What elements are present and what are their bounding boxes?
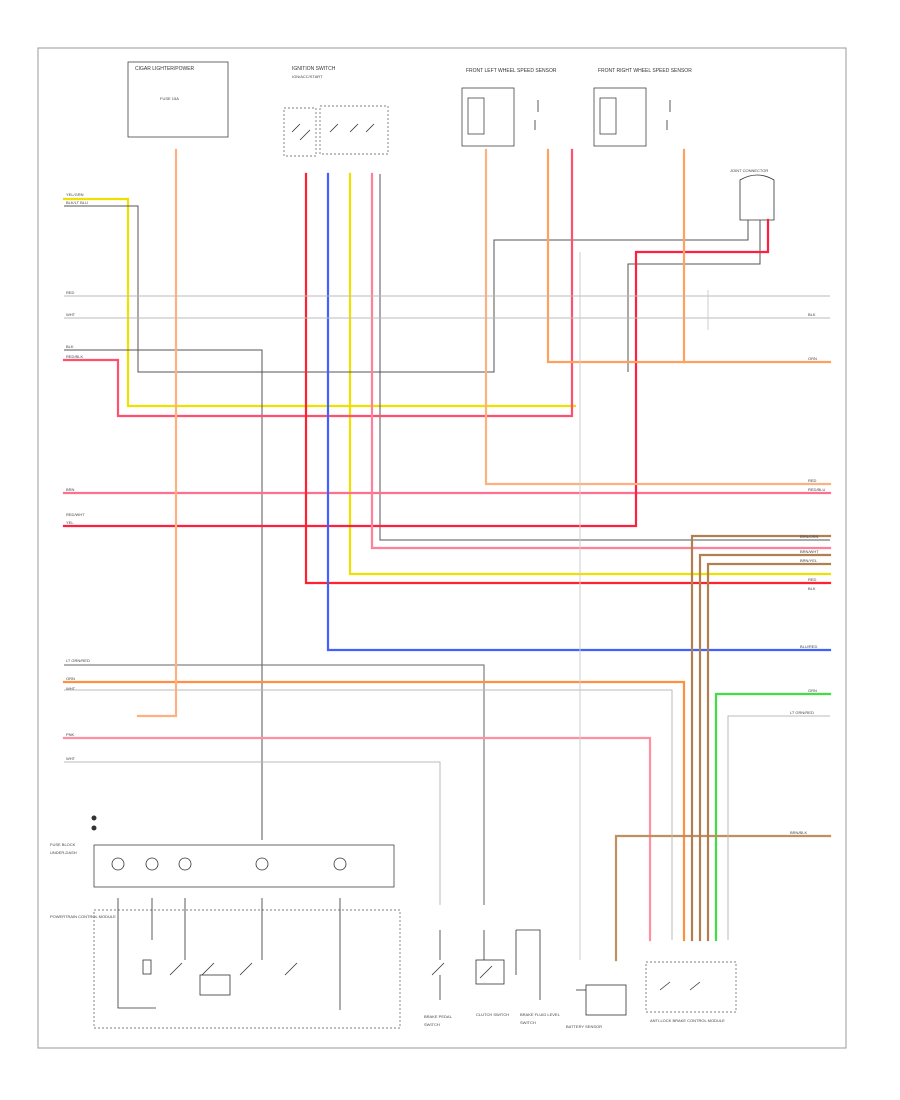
- wire-label: RED: [808, 478, 817, 483]
- battery-sensor-component: BATTERY SENSOR: [566, 984, 627, 1029]
- front-left-wheel-sensor-component: FRONT LEFT WHEEL SPEED SENSOR: [461, 68, 557, 147]
- component-title: CLUTCH SWITCH: [476, 1012, 509, 1017]
- wire-label: LT GRN/RED: [66, 658, 90, 663]
- wire-label: PNK: [66, 732, 75, 737]
- component-title: IGNITION SWITCH: [292, 66, 336, 72]
- abs-control-module-component: ANTI-LOCK BRAKE CONTROL MODULE: [645, 961, 737, 1023]
- wire-label: RED: [808, 577, 817, 582]
- component-title: POWERTRAIN CONTROL MODULE: [50, 914, 116, 919]
- wire-label: RED: [66, 290, 75, 295]
- left-wire-labels: YEL/GRN BLK/LT BLU RED WHT BLK RED/BLK B…: [66, 192, 90, 761]
- clutch-switch-component: CLUTCH SWITCH: [475, 930, 509, 1017]
- wire-label: ORN: [66, 676, 75, 681]
- diagram-frame: [37, 47, 847, 1049]
- wire-label: BRN/BLK: [790, 830, 807, 835]
- wire-label: BRN/YEL: [800, 558, 818, 563]
- component-subtitle: IGN/ACC/START: [292, 74, 323, 79]
- component-title: FRONT LEFT WHEEL SPEED SENSOR: [466, 68, 557, 74]
- wire-label: BRN/WHT: [800, 549, 819, 554]
- wire-label: WHT: [66, 312, 76, 317]
- wire-label: BLK: [808, 586, 816, 591]
- component-title: FRONT RIGHT WHEEL SPEED SENSOR: [598, 68, 692, 74]
- wire-label: BLK: [66, 344, 74, 349]
- component-title: ANTI-LOCK BRAKE CONTROL MODULE: [650, 1018, 725, 1023]
- component-title: BATTERY SENSOR: [566, 1024, 602, 1029]
- wire-label: RED/BLK: [66, 354, 83, 359]
- fuse-block-component: FUSE BLOCK UNDER-DASH: [50, 815, 395, 888]
- wire-label: YEL/GRN: [66, 192, 84, 197]
- component-subtitle: UNDER-DASH: [50, 850, 77, 855]
- component-subtitle: SWITCH: [520, 1020, 536, 1025]
- wire-label: BLU/RED: [800, 644, 817, 649]
- component-title: BRAKE FLUID LEVEL: [520, 1012, 561, 1017]
- ignition-switch-component: IGNITION SWITCH IGN/ACC/START: [283, 66, 389, 157]
- wire-label: BRN/ORN: [800, 534, 819, 539]
- wire-label: BLK/LT BLU: [66, 200, 88, 205]
- wire-label: YEL: [66, 520, 74, 525]
- component-title: JOINT CONNECTOR: [730, 168, 768, 173]
- wire-label: LT GRN/RED: [790, 710, 814, 715]
- component-title: CIGAR LIGHTER/POWER: [135, 66, 195, 72]
- wire-label: RED/WHT: [66, 512, 85, 517]
- brake-fluid-level-switch-component: BRAKE FLUID LEVEL SWITCH: [515, 929, 561, 1025]
- wire-label: BRN: [66, 487, 75, 492]
- wire-label: WHT: [66, 756, 76, 761]
- wire-label: ORN: [808, 356, 817, 361]
- component-subtitle: SWITCH: [424, 1022, 440, 1027]
- wire-label: WHT: [66, 686, 76, 691]
- powertrain-control-module-component: POWERTRAIN CONTROL MODULE: [50, 898, 401, 1029]
- component-title: BRAKE PEDAL: [424, 1014, 453, 1019]
- brake-pedal-switch-component: BRAKE PEDAL SWITCH: [424, 930, 453, 1027]
- component-title: FUSE BLOCK: [50, 842, 76, 847]
- joint-connector-component: JOINT CONNECTOR: [730, 168, 775, 221]
- wire-label: RED/BLU: [808, 487, 825, 492]
- wire-label: GRN: [808, 688, 817, 693]
- front-right-wheel-sensor-component: FRONT RIGHT WHEEL SPEED SENSOR: [593, 68, 692, 147]
- cigar-lighter-component: CIGAR LIGHTER/POWER FUSE 15A: [127, 61, 229, 138]
- component-subtitle: FUSE 15A: [160, 96, 179, 101]
- right-wire-labels: BLK ORN RED RED/BLU BRN/ORN BRN/WHT BRN/…: [790, 312, 825, 835]
- wire-label: BLK: [808, 312, 816, 317]
